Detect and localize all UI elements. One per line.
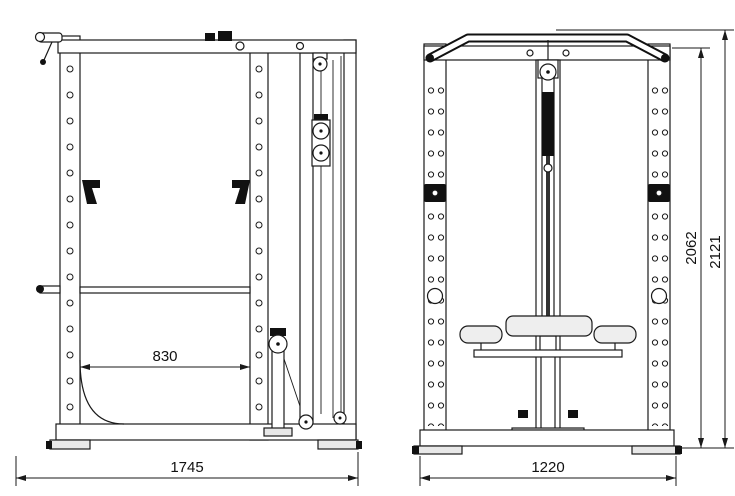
dimension-inner-depth: 830 <box>79 348 251 378</box>
frame-rounded-corner <box>79 359 125 425</box>
j-hook-side-rear <box>232 180 250 204</box>
top-fittings <box>205 31 305 51</box>
thigh-roller-left <box>459 325 503 344</box>
dim-label-2062: 2062 <box>683 231 700 264</box>
side-top-beam <box>57 39 357 54</box>
side-tower-column <box>299 52 314 434</box>
front-left-upright-holes <box>426 80 446 426</box>
side-rear-post <box>343 39 357 441</box>
front-left-foot <box>413 445 463 455</box>
front-view <box>412 33 682 455</box>
band-peg-hole-right <box>650 287 668 305</box>
side-front-foot <box>49 439 91 450</box>
low-row-station <box>263 328 293 437</box>
j-hook-front-left <box>424 184 446 202</box>
dimension-frame-height: 2062 <box>672 47 734 449</box>
dimension-overall-width: 1220 <box>419 456 677 486</box>
side-rear-foot <box>317 439 359 450</box>
dim-label-830: 830 <box>152 348 177 365</box>
side-rear-foot-cap <box>356 441 362 449</box>
dimension-overall-height: 2121 <box>556 29 734 448</box>
dim-label-2121: 2121 <box>707 235 724 268</box>
front-right-foot-cap <box>675 446 682 454</box>
top-pulley <box>312 52 328 72</box>
dim-label-1745: 1745 <box>170 459 203 476</box>
safety-bar <box>79 286 251 294</box>
lat-pulldown-bar <box>425 33 670 63</box>
front-base-beam <box>419 429 675 447</box>
thigh-roller-right <box>593 325 637 344</box>
j-hook-side-front <box>82 180 100 204</box>
front-left-foot-cap <box>412 446 419 454</box>
dim-label-1220: 1220 <box>531 459 564 476</box>
top-handle <box>34 31 63 65</box>
side-front-upright-holes <box>64 56 76 428</box>
weight-horn-cap <box>36 285 44 293</box>
front-top-crossbar <box>423 45 671 61</box>
seat-assembly <box>459 315 637 441</box>
band-peg-hole-left <box>426 287 444 305</box>
side-view <box>34 31 362 450</box>
bottom-pulleys <box>298 411 347 430</box>
double-pulley-carriage <box>311 114 331 167</box>
seat-pad <box>505 315 593 337</box>
side-middle-upright-holes <box>253 56 265 428</box>
cables <box>280 56 342 419</box>
front-top-pulley <box>526 49 570 81</box>
front-right-upright-holes <box>650 80 670 426</box>
j-hook-front-right <box>648 184 670 202</box>
dimension-overall-depth: 1745 <box>15 452 359 486</box>
side-front-foot-cap <box>46 441 52 449</box>
front-right-foot <box>631 445 681 455</box>
